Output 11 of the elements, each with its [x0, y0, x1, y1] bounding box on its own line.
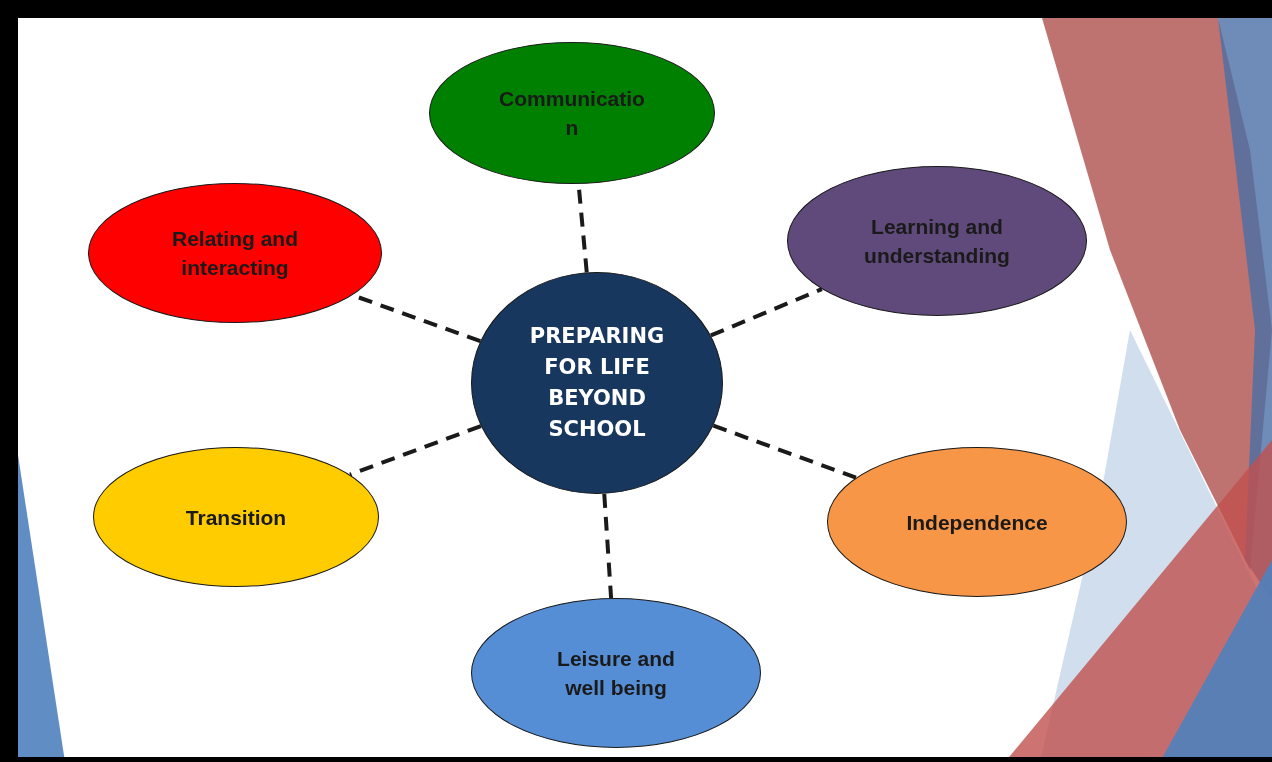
node-label: PREPARING FOR LIFE BEYOND SCHOOL: [528, 323, 666, 443]
node-label: Transition: [185, 504, 287, 531]
node-label: Communicatio n: [498, 86, 646, 141]
dashed-connector: [710, 287, 823, 338]
node-label: Leisure and well being: [556, 646, 676, 701]
dashed-connector: [349, 424, 482, 477]
node-label: Relating and interacting: [171, 226, 299, 281]
node-label: Learning and understanding: [863, 214, 1011, 269]
node-label: Independence: [906, 509, 1048, 536]
dashed-connector: [602, 493, 614, 599]
dashed-connector: [712, 423, 857, 480]
